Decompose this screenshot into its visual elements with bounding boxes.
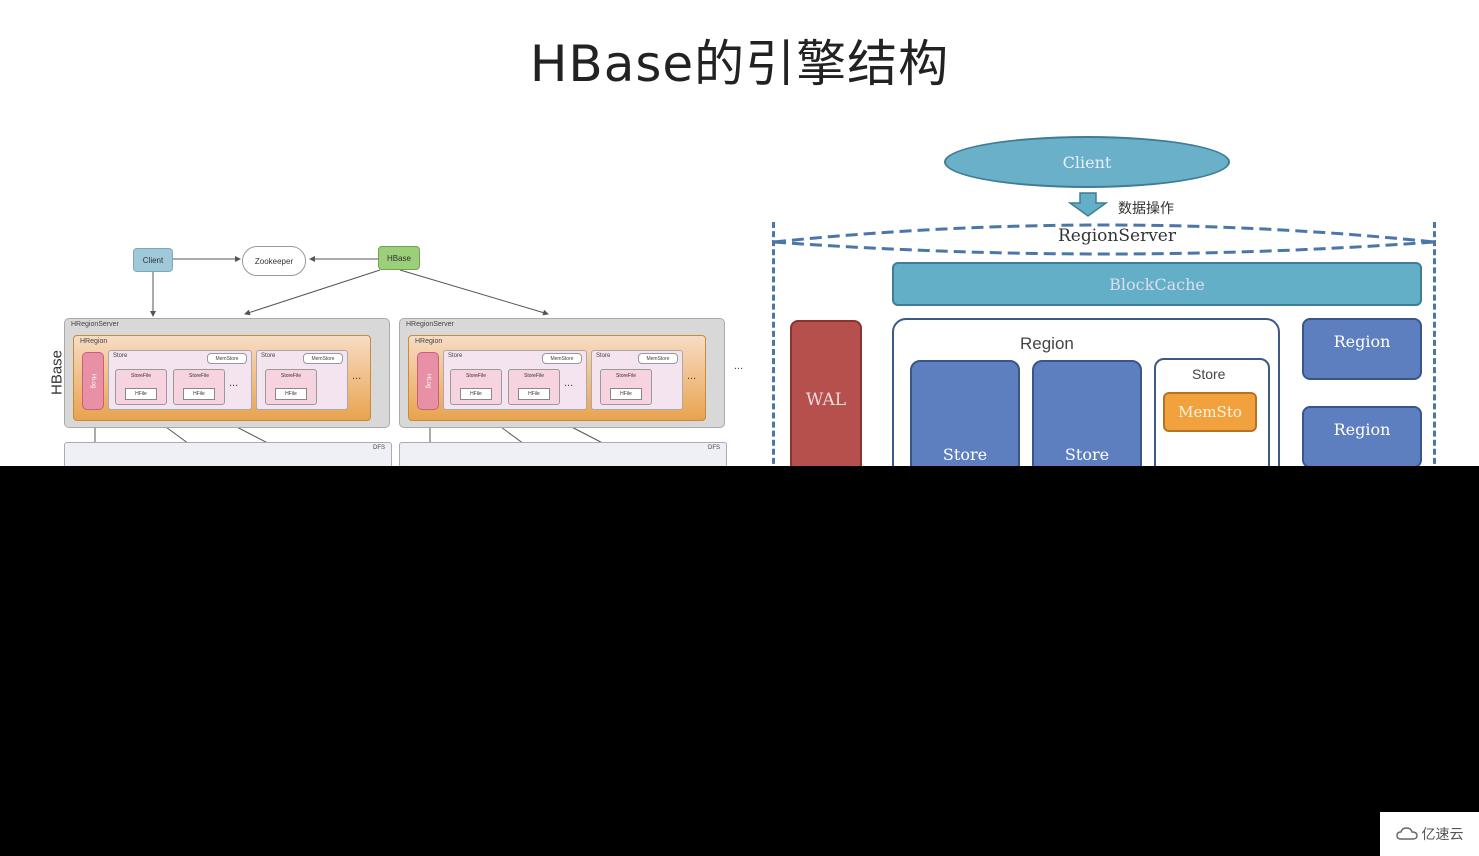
region-server-label: HRegionServer	[71, 321, 119, 328]
memstore: MemStore	[207, 353, 247, 364]
ellipsis: ...	[734, 360, 744, 372]
hbase-side-label: HBase	[48, 349, 66, 396]
region-label: Region	[1020, 334, 1074, 353]
region-server-2: HRegionServer HRegion HLog Store MemStor…	[399, 318, 725, 428]
left-architecture-diagram: Client Zookeeper HBase HBase HRegionServ…	[30, 236, 760, 466]
storefile: StoreFile HFile	[600, 369, 652, 405]
memstore: MemStore	[542, 353, 582, 364]
hfile: HFile	[125, 388, 157, 400]
storefile-label: StoreFile	[615, 373, 636, 379]
region-server-label: HRegionServer	[406, 321, 454, 328]
hregion: HRegion HLog Store MemStore StoreFile HF…	[73, 335, 371, 421]
storefile-label: StoreFile	[188, 373, 209, 379]
hbase-master-node: HBase	[378, 246, 420, 270]
store-box-1: Store	[910, 360, 1020, 466]
watermark: 亿速云	[1380, 812, 1479, 856]
data-operation-label: 数据操作	[1118, 201, 1174, 217]
hregion: HRegion HLog Store MemStore StoreFile HF…	[408, 335, 706, 421]
hfile: HFile	[275, 388, 307, 400]
dfs-label: DFS	[708, 445, 720, 451]
regionserver-label: RegionServer	[1058, 226, 1176, 246]
regionserver-top-ellipse	[773, 223, 1435, 256]
blockcache-box: BlockCache	[892, 262, 1422, 306]
hfile: HFile	[518, 388, 550, 400]
storefile: StoreFile HFile	[173, 369, 225, 405]
regionserver-container	[772, 222, 1436, 466]
wal-box: WAL	[790, 320, 862, 466]
dfs-bar: DFS	[399, 442, 727, 466]
hlog: HLog	[417, 352, 439, 410]
watermark-text: 亿速云	[1421, 826, 1464, 842]
storefile-label: StoreFile	[130, 373, 151, 379]
client-ellipse: Client	[944, 136, 1230, 188]
hregion-label: HRegion	[80, 338, 108, 345]
store: Store MemStore StoreFile HFile	[256, 350, 348, 410]
store-box-2: Store	[1032, 360, 1142, 466]
hfile: HFile	[460, 388, 492, 400]
region-box-2: Region	[1302, 406, 1422, 466]
store-label: Store	[113, 353, 128, 359]
region-server-1: HRegionServer HRegion HLog Store MemStor…	[64, 318, 390, 428]
memstore: MemStore	[638, 353, 678, 364]
store-label: Store	[596, 353, 611, 359]
ellipsis: ...	[564, 377, 574, 389]
storefile: StoreFile HFile	[450, 369, 502, 405]
hfile: HFile	[183, 388, 215, 400]
hfile: HFile	[610, 388, 642, 400]
ellipsis: ...	[352, 370, 362, 382]
dfs-label: DFS	[373, 445, 385, 451]
hregion-label: HRegion	[415, 338, 443, 345]
store-label: Store	[261, 353, 276, 359]
storefile: StoreFile HFile	[115, 369, 167, 405]
ellipsis: ...	[687, 370, 697, 382]
region-box-1: Region	[1302, 318, 1422, 380]
store-3-label: Store	[1192, 366, 1226, 382]
hlog: HLog	[82, 352, 104, 410]
storefile: StoreFile HFile	[508, 369, 560, 405]
store: Store MemStore StoreFile HFile	[591, 350, 683, 410]
store: Store MemStore StoreFile HFile StoreFile…	[443, 350, 587, 410]
memstore: MemStore	[303, 353, 343, 364]
store: Store MemStore StoreFile HFile StoreFile…	[108, 350, 252, 410]
storefile-label: StoreFile	[523, 373, 544, 379]
data-operation-arrow	[1067, 192, 1109, 217]
ellipsis: ...	[229, 377, 239, 389]
slide-title: HBase的引擎结构	[529, 35, 950, 93]
client-node: Client	[133, 248, 173, 272]
store-label: Store	[448, 353, 463, 359]
zookeeper-cloud: Zookeeper	[242, 246, 306, 276]
slide: HBase的引擎结构	[0, 0, 1479, 466]
storefile-label: StoreFile	[465, 373, 486, 379]
memstore-box: MemSto	[1163, 392, 1257, 432]
storefile-label: StoreFile	[280, 373, 301, 379]
cloud-logo-icon	[1395, 827, 1418, 840]
dfs-bar: DFS	[64, 442, 392, 466]
storefile: StoreFile HFile	[265, 369, 317, 405]
